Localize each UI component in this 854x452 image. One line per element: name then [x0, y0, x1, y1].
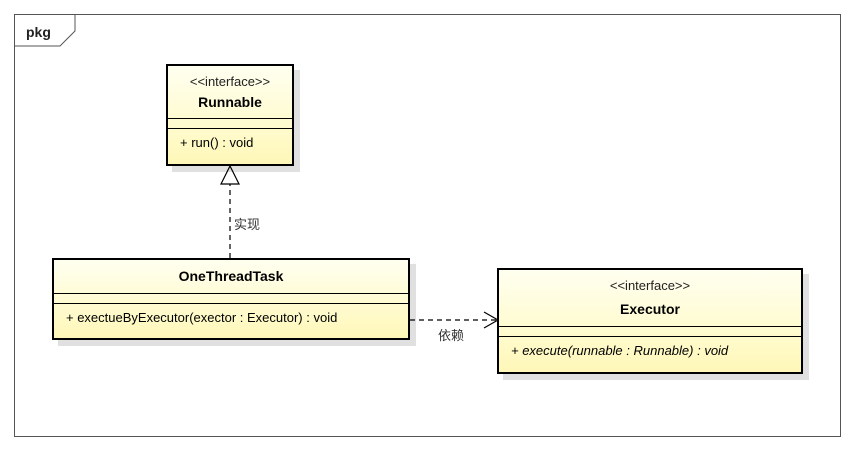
- class-executor[interactable]: <<interface>> Executor + execute(runnabl…: [497, 268, 803, 374]
- package-tab: [14, 14, 76, 47]
- onethreadtask-operations-compartment: + exectueByExecutor(exector : Executor) …: [54, 303, 408, 327]
- executor-operations-compartment: + execute(runnable : Runnable) : void: [499, 336, 801, 360]
- executor-stereotype: <<interface>>: [609, 278, 691, 293]
- onethreadtask-operation: + exectueByExecutor(exector : Executor) …: [66, 310, 338, 325]
- realization-arrowhead: [220, 164, 240, 185]
- class-runnable[interactable]: <<interface>> Runnable + run() : void: [166, 64, 294, 166]
- runnable-operations-compartment: + run() : void: [168, 128, 292, 152]
- onethreadtask-attributes-compartment: [54, 293, 408, 303]
- class-onethreadtask[interactable]: OneThreadTask + exectueByExecutor(execto…: [52, 258, 410, 340]
- runnable-operation: + run() : void: [180, 135, 254, 150]
- package-frame: [14, 14, 841, 437]
- runnable-attributes-compartment: [168, 118, 292, 128]
- realization-label: 实现: [234, 218, 261, 233]
- runnable-name: Runnable: [198, 94, 262, 110]
- executor-name: Executor: [620, 301, 680, 317]
- executor-operation: + execute(runnable : Runnable) : void: [511, 343, 729, 358]
- runnable-stereotype: <<interface>>: [189, 74, 271, 89]
- onethreadtask-name: OneThreadTask: [178, 268, 284, 284]
- executor-attributes-compartment: [499, 326, 801, 336]
- dependency-label: 依赖: [438, 329, 465, 344]
- package-label: pkg: [26, 24, 51, 40]
